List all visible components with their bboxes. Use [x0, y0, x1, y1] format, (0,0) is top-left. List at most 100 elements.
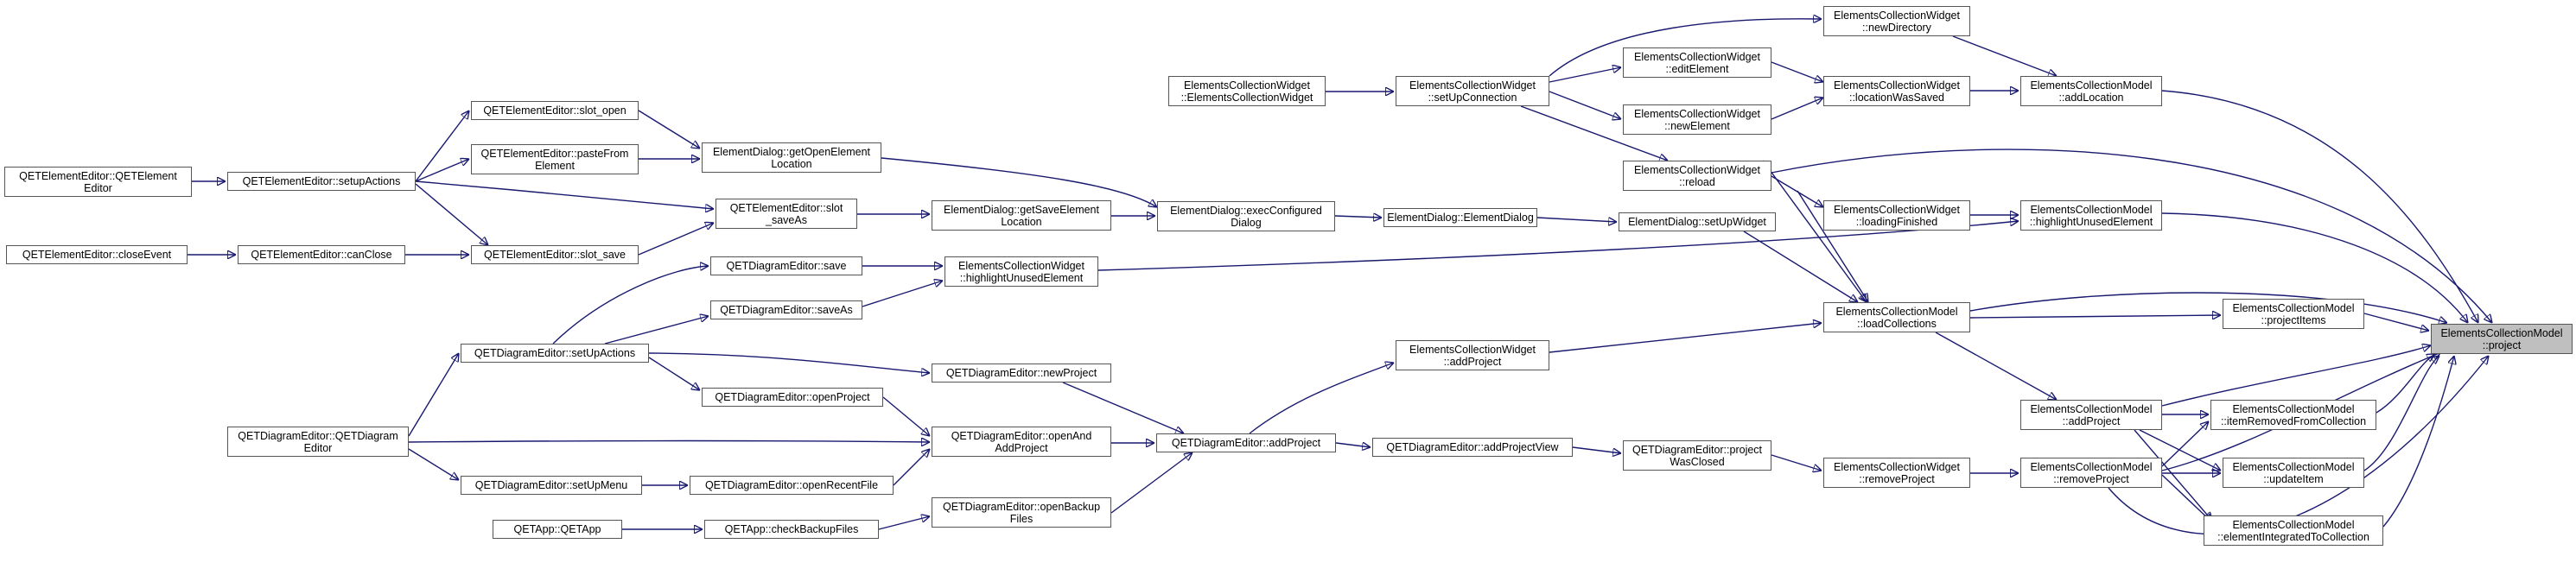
call-edge: [2134, 429, 2212, 521]
node-element-editor-slot-save-as[interactable]: QETElementEditor::slot _saveAs: [716, 199, 857, 229]
node-diagram-editor-open-backup-files[interactable]: QETDiagramEditor::openBackup Files: [932, 497, 1111, 528]
call-edge: [1549, 67, 1621, 83]
node-diagram-editor-add-project-view[interactable]: QETDiagramEditor::addProjectView: [1372, 438, 1573, 457]
call-edge: [415, 111, 469, 182]
call-edge: [1549, 19, 1822, 77]
call-edge: [2376, 354, 2435, 414]
call-edge: [1969, 315, 2221, 318]
node-collection-widget-add-project[interactable]: ElementsCollectionWidget ::addProject: [1396, 340, 1549, 370]
call-edge: [881, 157, 1157, 207]
call-edge: [1952, 35, 2057, 76]
call-edge: [1771, 98, 1823, 120]
call-edge: [648, 357, 700, 390]
call-edge: [2382, 356, 2454, 528]
node-element-dialog-setup-widget[interactable]: ElementDialog::setUpWidget: [1619, 212, 1776, 231]
node-diagram-editor-setup-actions[interactable]: QETDiagramEditor::setUpActions: [461, 344, 649, 363]
node-element-editor-close-event[interactable]: QETElementEditor::closeEvent: [6, 245, 188, 264]
node-diagram-editor-open-project[interactable]: QETDiagramEditor::openProject: [702, 388, 883, 407]
node-diagram-editor-constructor[interactable]: QETDiagramEditor::QETDiagram Editor: [227, 427, 409, 457]
call-edge: [1771, 175, 1823, 207]
node-diagram-editor-open-recent-file[interactable]: QETDiagramEditor::openRecentFile: [690, 476, 894, 495]
node-element-dialog-get-open-location[interactable]: ElementDialog::getOpenElement Location: [702, 142, 881, 173]
call-edge: [882, 396, 930, 436]
node-collection-widget-edit-element[interactable]: ElementsCollectionWidget ::editElement: [1623, 47, 1771, 78]
call-edge: [648, 352, 930, 373]
node-element-editor-can-close[interactable]: QETElementEditor::canClose: [238, 245, 405, 264]
node-diagram-editor-save[interactable]: QETDiagramEditor::save: [710, 256, 862, 275]
node-diagram-editor-project-was-closed[interactable]: QETDiagramEditor::project WasClosed: [1623, 440, 1771, 471]
call-edge: [2139, 429, 2221, 471]
node-collection-model-item-removed[interactable]: ElementsCollectionModel ::itemRemovedFro…: [2210, 400, 2376, 430]
call-edge: [638, 223, 714, 256]
node-collection-model-add-project[interactable]: ElementsCollectionModel ::addProject: [2020, 400, 2162, 430]
call-edge: [415, 183, 488, 245]
node-collection-model-add-location[interactable]: ElementsCollectionModel ::addLocation: [2020, 76, 2162, 106]
node-element-editor-constructor[interactable]: QETElementEditor::QETElement Editor: [4, 167, 192, 197]
node-collection-widget-setup-connection[interactable]: ElementsCollectionWidget ::setUpConnecti…: [1396, 76, 1549, 106]
call-edge: [2161, 212, 2468, 323]
call-edge: [408, 353, 459, 437]
call-edge: [1110, 452, 1193, 514]
call-edge: [2108, 356, 2489, 535]
call-edge: [1762, 160, 1867, 302]
node-element-editor-setup-actions[interactable]: QETElementEditor::setupActions: [227, 172, 416, 191]
call-edge: [1771, 61, 1823, 82]
call-edge: [1771, 454, 1822, 471]
call-edge: [408, 448, 459, 480]
node-collection-model-update-item[interactable]: ElementsCollectionModel ::updateItem: [2223, 458, 2364, 488]
node-collection-widget-loading-finished[interactable]: ElementsCollectionWidget ::loadingFinish…: [1823, 200, 1970, 231]
call-edge: [1743, 231, 1858, 302]
call-edge: [552, 266, 709, 345]
node-collection-widget-constructor[interactable]: ElementsCollectionWidget ::ElementsColle…: [1168, 76, 1326, 106]
call-edge: [862, 281, 943, 307]
node-collection-model-highlight-unused[interactable]: ElementsCollectionModel ::highlightUnuse…: [2020, 200, 2162, 231]
node-collection-widget-location-was-saved[interactable]: ElementsCollectionWidget ::locationWasSa…: [1823, 76, 1970, 106]
node-collection-widget-highlight-unused[interactable]: ElementsCollectionWidget ::highlightUnus…: [945, 256, 1098, 287]
call-edge: [1062, 382, 1184, 433]
call-edge: [1334, 216, 1382, 218]
call-edge: [1249, 363, 1394, 434]
node-collection-widget-new-directory[interactable]: ElementsCollectionWidget ::newDirectory: [1823, 6, 1970, 36]
call-edge: [878, 516, 930, 530]
node-element-editor-paste-from-element[interactable]: QETElementEditor::pasteFrom Element: [471, 144, 639, 174]
node-collection-model-project-items[interactable]: ElementsCollectionModel ::projectItems: [2223, 299, 2364, 329]
node-collection-model-load-collections[interactable]: ElementsCollectionModel ::loadCollection…: [1823, 302, 1970, 332]
node-diagram-editor-open-and-add-project[interactable]: QETDiagramEditor::openAnd AddProject: [932, 427, 1111, 457]
node-app-constructor[interactable]: QETApp::QETApp: [493, 520, 622, 539]
call-edge: [1935, 332, 2057, 400]
node-collection-widget-reload[interactable]: ElementsCollectionWidget ::reload: [1623, 161, 1771, 191]
call-edge: [1797, 190, 1868, 302]
call-edge: [1549, 323, 1822, 353]
call-edge: [415, 180, 714, 209]
node-element-dialog-get-save-location[interactable]: ElementDialog::getSaveElement Location: [932, 200, 1111, 231]
node-app-check-backup-files[interactable]: QETApp::checkBackupFiles: [704, 520, 879, 539]
node-collection-widget-new-element[interactable]: ElementsCollectionWidget ::newElement: [1623, 104, 1771, 135]
node-collection-model-remove-project[interactable]: ElementsCollectionModel ::removeProject: [2020, 458, 2162, 488]
call-edge: [1335, 443, 1371, 447]
call-edge: [2161, 345, 2431, 407]
call-edge: [1520, 105, 1668, 161]
node-collection-widget-remove-project[interactable]: ElementsCollectionWidget ::removeProject: [1823, 458, 1970, 488]
call-edge: [1572, 446, 1621, 453]
call-edge: [1969, 292, 2447, 323]
call-edge: [638, 110, 700, 149]
node-element-editor-slot-save[interactable]: QETElementEditor::slot_save: [471, 245, 639, 264]
call-edge: [893, 449, 930, 486]
node-element-dialog-exec-configured[interactable]: ElementDialog::execConfigured Dialog: [1157, 201, 1335, 231]
node-diagram-editor-new-project[interactable]: QETDiagramEditor::newProject: [932, 364, 1111, 383]
call-edge: [604, 316, 709, 345]
node-element-editor-slot-open[interactable]: QETElementEditor::slot_open: [471, 101, 639, 120]
call-edge: [2161, 474, 2212, 522]
call-edge: [2363, 356, 2439, 471]
node-diagram-editor-setup-menu[interactable]: QETDiagramEditor::setUpMenu: [461, 476, 642, 495]
node-collection-model-project[interactable]: ElementsCollectionModel ::project: [2431, 324, 2573, 354]
node-collection-model-element-integrated[interactable]: ElementsCollectionModel ::elementIntegra…: [2204, 515, 2383, 546]
call-edge: [1536, 217, 1617, 222]
call-edge: [2161, 90, 2478, 323]
node-element-dialog-constructor[interactable]: ElementDialog::ElementDialog: [1383, 208, 1537, 227]
call-edge: [1771, 149, 2492, 323]
call-edge: [2363, 313, 2429, 331]
call-edge: [1549, 91, 1621, 119]
node-diagram-editor-add-project[interactable]: QETDiagramEditor::addProject: [1156, 433, 1336, 452]
node-diagram-editor-save-as[interactable]: QETDiagramEditor::saveAs: [710, 300, 862, 319]
